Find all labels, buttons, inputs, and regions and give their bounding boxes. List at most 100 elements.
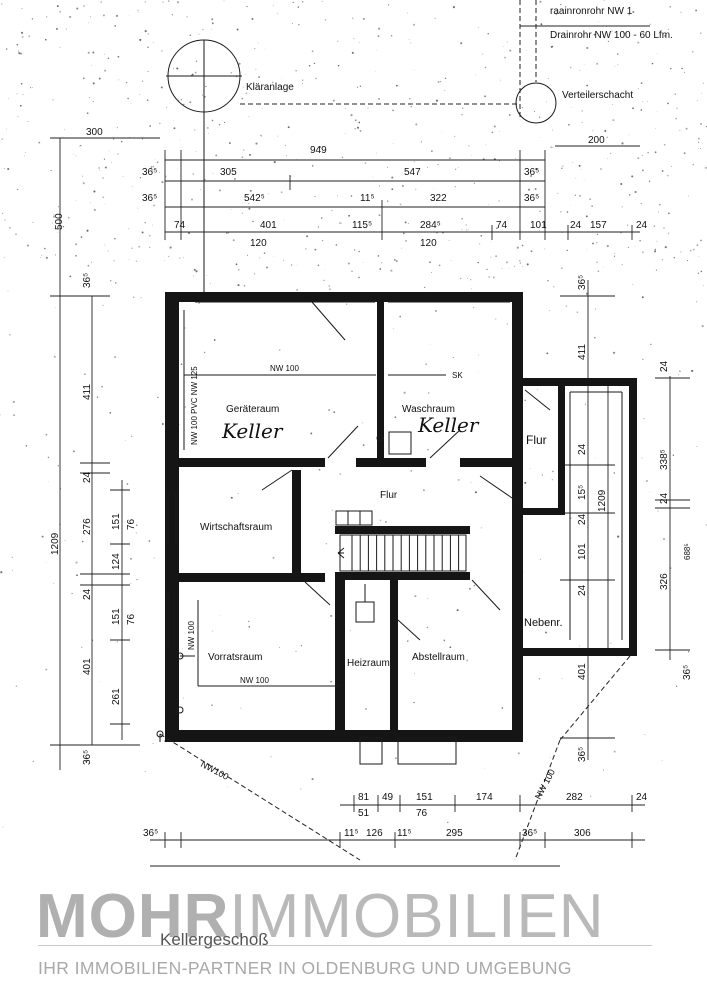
speckle-dot bbox=[26, 244, 29, 247]
speckle-dot bbox=[387, 166, 388, 168]
speckle-dot bbox=[28, 35, 31, 38]
speckle-dot bbox=[200, 189, 201, 190]
speckle-dot bbox=[39, 257, 41, 258]
speckle-dot bbox=[291, 22, 293, 24]
speckle-dot bbox=[624, 32, 626, 35]
speckle-dot bbox=[130, 557, 132, 560]
speckle-dot bbox=[524, 481, 527, 484]
speckle-dot bbox=[431, 271, 432, 273]
speckle-dot bbox=[439, 80, 442, 83]
dim-top-5: 547 bbox=[404, 167, 421, 178]
speckle-dot bbox=[131, 186, 133, 187]
speckle-dot bbox=[138, 12, 140, 13]
speckle-dot bbox=[478, 354, 480, 356]
speckle-dot bbox=[52, 222, 53, 224]
speckle-dot bbox=[92, 82, 95, 85]
speckle-dot bbox=[82, 175, 83, 177]
speckle-dot bbox=[415, 188, 417, 190]
speckle-dot bbox=[238, 62, 241, 65]
speckle-dot bbox=[276, 13, 278, 14]
speckle-dot bbox=[546, 352, 549, 355]
speckle-dot bbox=[655, 269, 657, 271]
speckle-dot bbox=[378, 27, 381, 30]
speckle-dot bbox=[467, 277, 468, 279]
speckle-dot bbox=[458, 167, 460, 168]
speckle-dot bbox=[30, 87, 32, 89]
speckle-dot bbox=[632, 284, 634, 285]
speckle-dot bbox=[236, 28, 239, 31]
speckle-dot bbox=[243, 149, 245, 151]
speckle-dot bbox=[433, 187, 434, 189]
pipe-label-left: NW 100 bbox=[187, 621, 196, 650]
speckle-dot bbox=[241, 212, 244, 214]
speckle-dot bbox=[603, 0, 605, 1]
speckle-dot bbox=[245, 92, 248, 94]
speckle-dot bbox=[399, 315, 402, 318]
speckle-dot bbox=[592, 130, 594, 132]
speckle-dot bbox=[612, 119, 615, 122]
speckle-dot bbox=[373, 230, 375, 232]
speckle-dot bbox=[700, 32, 702, 34]
speckle-dot bbox=[519, 260, 521, 262]
speckle-dot bbox=[624, 100, 626, 102]
dim-left-9: 76 bbox=[126, 518, 137, 530]
dim-top-20: 24 bbox=[636, 220, 648, 231]
speckle-dot bbox=[317, 264, 320, 267]
speckle-dot bbox=[426, 626, 429, 629]
speckle-dot bbox=[261, 135, 263, 137]
speckle-dot bbox=[215, 154, 218, 157]
dim-right-9: 36⁵ bbox=[577, 747, 588, 762]
speckle-dot bbox=[182, 697, 184, 699]
speckle-dot bbox=[521, 244, 524, 247]
speckle-dot bbox=[482, 53, 484, 55]
speckle-dot bbox=[167, 0, 170, 2]
speckle-dot bbox=[612, 104, 614, 105]
speckle-dot bbox=[408, 39, 410, 40]
top-dimension-chains bbox=[50, 137, 640, 770]
speckle-dot bbox=[379, 268, 382, 270]
speckle-dot bbox=[502, 46, 504, 47]
speckle-dot bbox=[606, 244, 609, 248]
speckle-dot bbox=[597, 270, 600, 272]
speckle-dot bbox=[628, 194, 631, 196]
speckle-dot bbox=[246, 254, 249, 256]
speckle-dot bbox=[290, 175, 292, 177]
speckle-dot bbox=[136, 578, 138, 581]
speckle-dot bbox=[115, 282, 117, 284]
speckle-dot bbox=[509, 49, 512, 52]
speckle-dot bbox=[90, 132, 92, 133]
speckle-dot bbox=[687, 651, 690, 653]
speckle-dot bbox=[259, 257, 261, 259]
speckle-dot bbox=[315, 77, 317, 80]
speckle-dot bbox=[385, 496, 387, 498]
speckle-dot bbox=[641, 457, 643, 459]
speckle-dot bbox=[252, 220, 254, 223]
speckle-dot bbox=[205, 85, 207, 88]
drainrohr-label-2: Drainrohr NW 100 - 60 Lfm. bbox=[550, 30, 673, 41]
speckle-dot bbox=[195, 270, 198, 273]
dim-right-3: 15⁵ bbox=[577, 485, 588, 500]
speckle-dot bbox=[628, 134, 630, 136]
speckle-dot bbox=[148, 540, 151, 542]
speckle-dot bbox=[501, 268, 503, 269]
speckle-dot bbox=[48, 481, 49, 483]
speckle-dot bbox=[161, 423, 164, 425]
speckle-dot bbox=[530, 175, 532, 177]
speckle-dot bbox=[271, 81, 274, 84]
speckle-dot bbox=[11, 556, 13, 559]
speckle-dot bbox=[594, 457, 596, 459]
speckle-dot bbox=[656, 241, 658, 242]
speckle-dot bbox=[700, 270, 703, 273]
speckle-dot bbox=[462, 107, 464, 109]
speckle-dot bbox=[2, 826, 4, 828]
speckle-dot bbox=[596, 233, 599, 236]
speckle-dot bbox=[621, 264, 623, 266]
speckle-dot bbox=[32, 221, 34, 223]
speckle-dot bbox=[179, 257, 181, 259]
speckle-dot bbox=[146, 99, 149, 101]
pipe-label-pvc: NW 100 PVC NW 125 bbox=[190, 366, 199, 445]
speckle-dot bbox=[413, 161, 415, 163]
speckle-dot bbox=[461, 228, 463, 230]
speckle-dot bbox=[631, 175, 634, 178]
speckle-dot bbox=[152, 165, 155, 168]
